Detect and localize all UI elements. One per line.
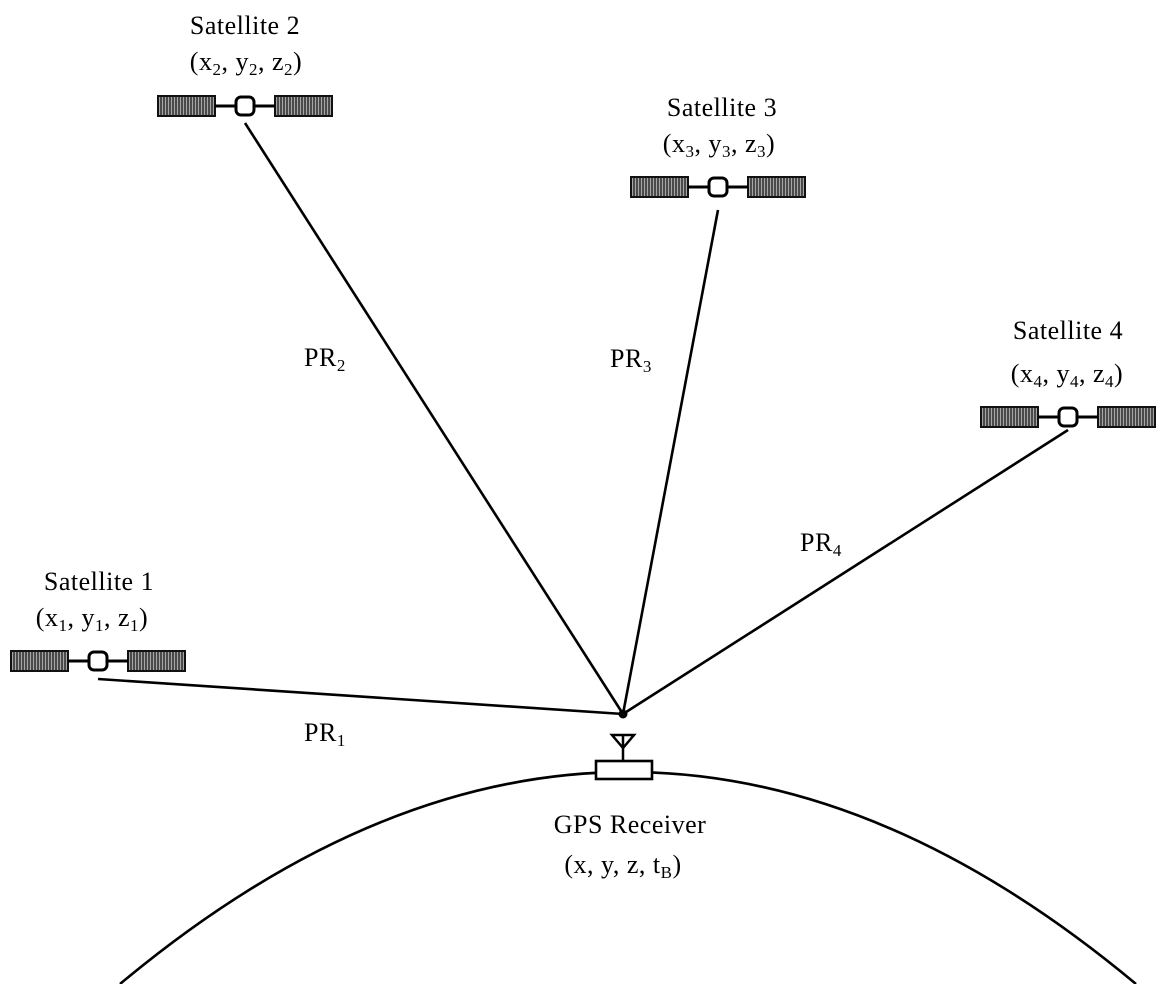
- satellite-2-coords: (x2, y2, z2): [190, 47, 302, 79]
- satellite-4-name: Satellite 4: [1013, 316, 1123, 345]
- pseudorange-label-3: PR3: [610, 344, 652, 376]
- satellite-icon-2: [156, 94, 334, 118]
- satellite-3-name: Satellite 3: [667, 93, 777, 122]
- satellite-3-coords: (x3, y3, z3): [663, 129, 775, 161]
- satellite-1-name: Satellite 1: [44, 567, 154, 596]
- pseudorange-line-3: [621, 209, 720, 715]
- pseudorange-label-2: PR2: [304, 343, 346, 375]
- pseudorange-line-4: [622, 428, 1069, 716]
- pseudorange-line-2: [243, 122, 625, 715]
- gps-receiver-icon: [594, 733, 654, 781]
- satellite-icon-4: [979, 405, 1157, 429]
- receiver-name: GPS Receiver: [554, 810, 707, 839]
- pseudorange-label-4: PR4: [800, 528, 842, 560]
- satellite-icon-3: [629, 175, 807, 199]
- satellite-1-coords: (x1, y1, z1): [36, 603, 148, 635]
- satellite-icon-1: [9, 649, 187, 673]
- receiver-coords: (x, y, z, tB): [564, 850, 681, 882]
- pseudorange-label-1: PR1: [304, 718, 346, 750]
- satellite-2-name: Satellite 2: [190, 11, 300, 40]
- pseudorange-line-1: [97, 677, 624, 716]
- satellite-4-coords: (x4, y4, z4): [1011, 359, 1123, 391]
- receiver-point: [618, 709, 628, 719]
